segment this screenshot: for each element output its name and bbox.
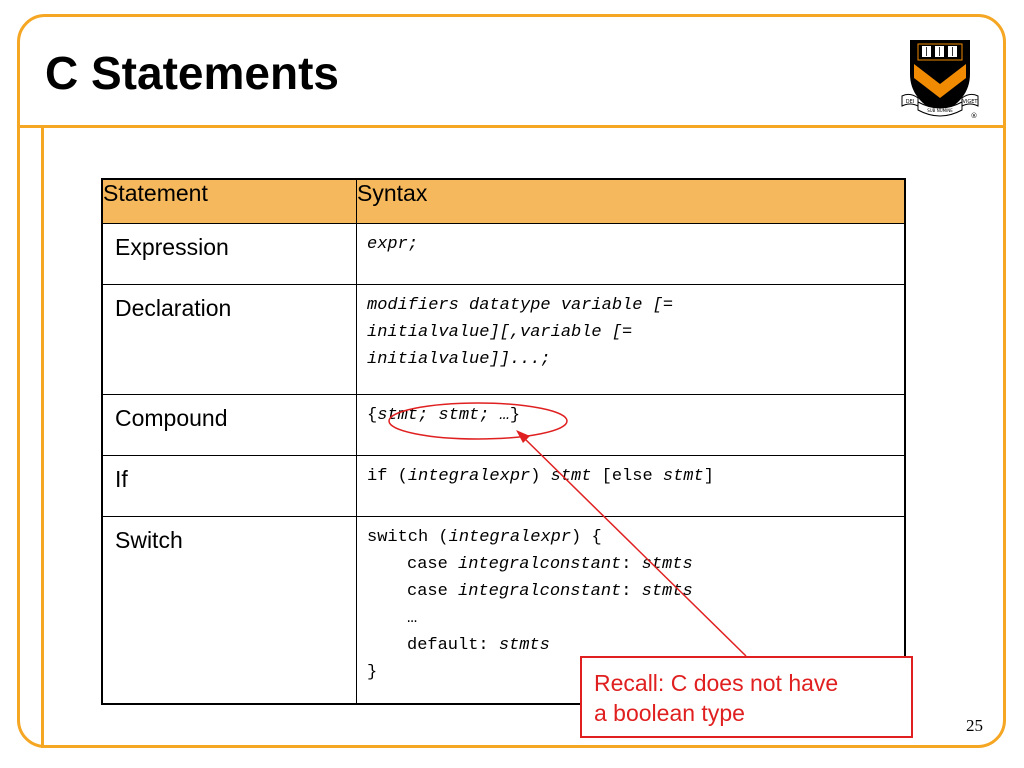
syntax-line: expr; [367, 231, 896, 258]
syntax-placeholder: stmt [550, 466, 592, 486]
syntax-placeholder: stmts [641, 581, 693, 601]
motto-left: DEI [906, 99, 914, 105]
syntax-placeholder: initialvalue][,variable [= [367, 322, 633, 342]
syntax-keyword: ) { [571, 527, 602, 547]
statements-table: Statement Syntax Expression expr; Declar… [101, 178, 906, 705]
syntax-placeholder: initialvalue]]...; [367, 349, 551, 369]
title-divider [17, 125, 1006, 128]
syntax-placeholder: integralexpr [407, 466, 531, 486]
syntax-placeholder: stmts [498, 635, 550, 655]
statement-syntax: {stmt; stmt; …} [356, 393, 906, 456]
statement-syntax: expr; [356, 222, 906, 285]
syntax-keyword: default: [407, 635, 499, 655]
syntax-keyword: case [407, 581, 459, 601]
syntax-line: initialvalue]]...; [367, 346, 896, 373]
statement-name: Declaration [101, 283, 357, 395]
header-syntax: Syntax [356, 178, 906, 224]
table-row: Declaration modifiers datatype variable … [101, 283, 906, 395]
left-divider [41, 125, 44, 748]
callout-line-2: a boolean type [594, 700, 745, 726]
callout-box: Recall: C does not have a boolean type [580, 656, 913, 738]
callout-line-1: Recall: C does not have [594, 670, 839, 696]
table-row: Compound {stmt; stmt; …} [101, 393, 906, 456]
syntax-line: modifiers datatype variable [= [367, 292, 896, 319]
syntax-keyword: switch ( [367, 527, 449, 547]
motto-middle: SUB NUMINE [927, 108, 953, 113]
syntax-placeholder: expr [367, 234, 408, 254]
syntax-keyword: : [621, 554, 642, 574]
syntax-placeholder: stmt [662, 466, 704, 486]
syntax-line: initialvalue][,variable [= [367, 319, 896, 346]
syntax-placeholder: integralexpr [448, 527, 572, 547]
syntax-line: if (integralexpr) stmt [else stmt] [367, 463, 896, 490]
statement-syntax: modifiers datatype variable [= initialval… [356, 283, 906, 395]
syntax-line: {stmt; stmt; …} [367, 402, 896, 429]
table-header-row: Statement Syntax [101, 178, 906, 224]
syntax-keyword: ] [703, 466, 714, 486]
slide-title: C Statements [45, 47, 339, 99]
statement-name: Expression [101, 222, 357, 285]
syntax-keyword: } [367, 662, 378, 682]
syntax-line: case integralconstant: stmts [367, 551, 896, 578]
syntax-keyword: : [621, 581, 642, 601]
header-statement: Statement [101, 178, 357, 224]
motto-ribbon-icon: DEI SUB NUMINE VIGET [901, 93, 979, 117]
statement-name: If [101, 454, 357, 517]
syntax-line: default: stmts [367, 632, 896, 659]
motto-right: VIGET [963, 99, 979, 105]
syntax-placeholder: stmt; stmt; … [377, 405, 510, 425]
syntax-keyword: if ( [367, 466, 408, 486]
syntax-line: case integralconstant: stmts [367, 578, 896, 605]
table-row: Expression expr; [101, 222, 906, 285]
statement-name: Compound [101, 393, 357, 456]
statement-syntax: if (integralexpr) stmt [else stmt] [356, 454, 906, 517]
registered-mark: ® [971, 112, 978, 120]
syntax-keyword: … [407, 608, 418, 628]
syntax-placeholder: modifiers datatype variable [= [367, 295, 674, 315]
table-row: If if (integralexpr) stmt [else stmt] [101, 454, 906, 517]
syntax-keyword: { [367, 405, 378, 425]
shield-icon [910, 40, 970, 114]
syntax-keyword: case [407, 554, 459, 574]
syntax-line: … [367, 605, 896, 632]
syntax-keyword: } [509, 405, 521, 425]
syntax-keyword: ) [530, 466, 551, 486]
slide-frame [17, 14, 1006, 748]
princeton-shield-logo: DEI SUB NUMINE VIGET ® [901, 40, 979, 120]
page-number: 25 [966, 716, 983, 735]
syntax-placeholder: ; [407, 234, 419, 254]
syntax-line: switch (integralexpr) { [367, 524, 896, 551]
syntax-placeholder: integralconstant [458, 581, 622, 601]
syntax-placeholder: integralconstant [458, 554, 622, 574]
syntax-line: } [367, 659, 896, 686]
syntax-placeholder: stmts [641, 554, 693, 574]
syntax-keyword: [else [591, 466, 663, 486]
statement-name: Switch [101, 515, 357, 704]
